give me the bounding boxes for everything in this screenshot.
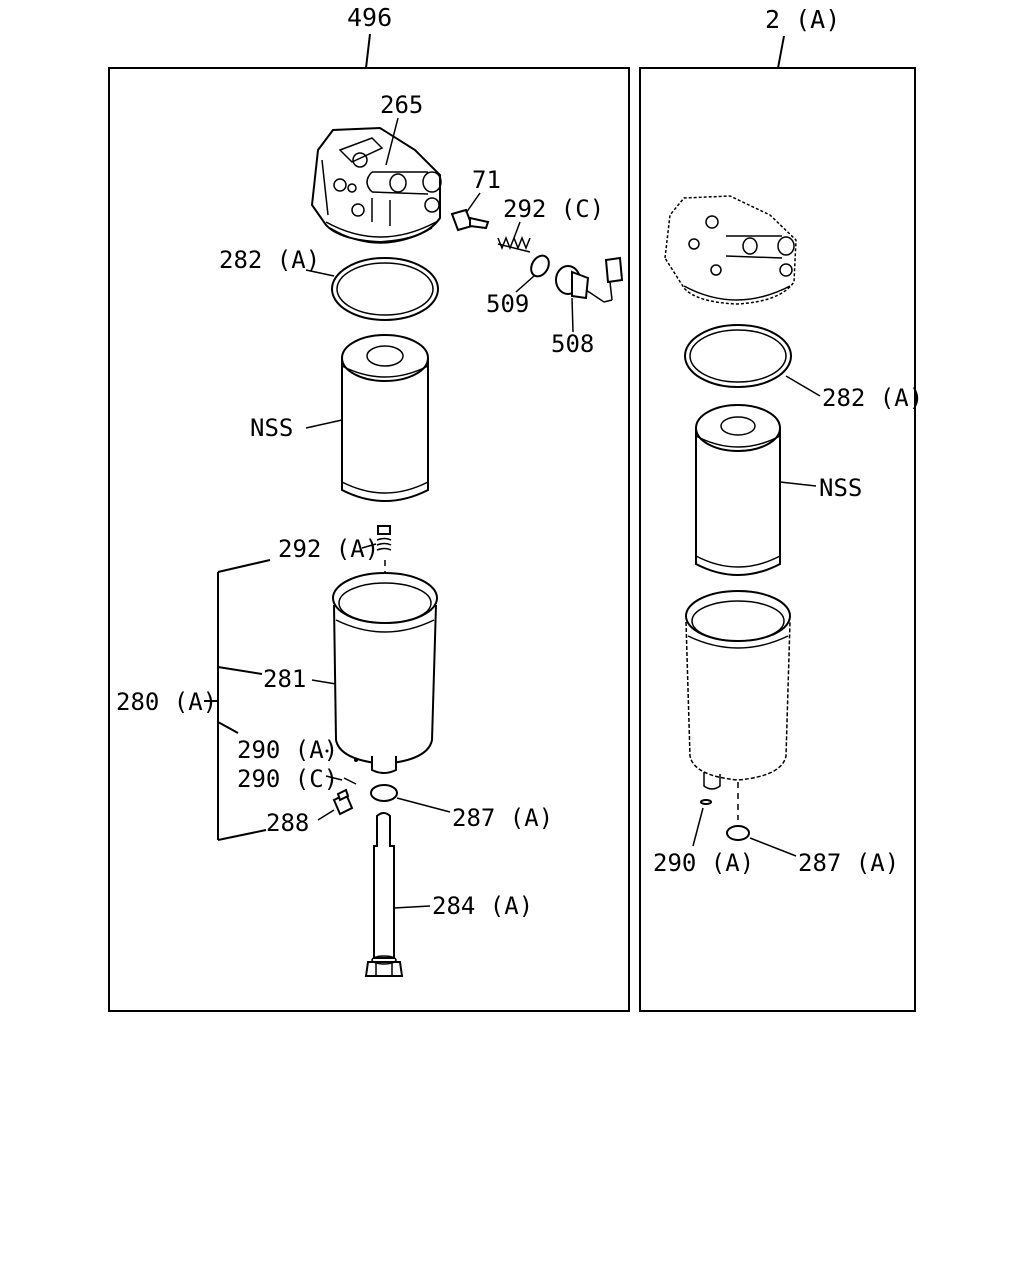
label-292c: 292 (C) [503, 195, 604, 223]
drain-plug-288 [332, 788, 354, 816]
label-288: 288 [266, 809, 309, 837]
label-290a-left: 290 (A) [237, 736, 338, 764]
label-nss-left: NSS [250, 414, 293, 442]
oring-290a-right [700, 799, 712, 805]
label-290a-right: 290 (A) [653, 849, 754, 877]
washer-509 [530, 254, 550, 278]
oring-282a [331, 257, 439, 321]
right-assembly-frame [639, 67, 916, 1012]
bracket-280a [204, 559, 271, 841]
gasket-287a-right [726, 825, 750, 841]
label-282a: 282 (A) [219, 246, 320, 274]
filter-head-housing [310, 126, 442, 244]
oring-282a-right [684, 324, 792, 388]
filter-bowl-right [685, 590, 791, 790]
center-bolt-284a [364, 812, 404, 977]
label-287a-right: 287 (A) [798, 849, 899, 877]
callout-496: 496 [347, 3, 392, 32]
label-287a-left: 287 (A) [452, 804, 553, 832]
label-284a: 284 (A) [432, 892, 533, 920]
left-assembly-frame [108, 67, 630, 1012]
pin-71 [450, 208, 490, 232]
spring-292c [497, 235, 531, 253]
label-508: 508 [551, 330, 594, 358]
label-290c: 290 (C) [237, 765, 338, 793]
filter-bowl [332, 572, 438, 774]
label-509: 509 [486, 290, 529, 318]
gasket-287a-left [370, 784, 398, 802]
filter-head-housing-right [664, 195, 797, 305]
spring-292a [376, 525, 392, 551]
label-71: 71 [472, 166, 501, 194]
filter-element-right [695, 404, 781, 576]
filter-element [341, 334, 429, 502]
label-280a: 280 (A) [116, 688, 217, 716]
label-nss-right: NSS [819, 474, 862, 502]
oring-290a-left [354, 758, 358, 762]
label-292a: 292 (A) [278, 535, 379, 563]
callout-2a: 2 (A) [765, 5, 840, 34]
oring-290c [343, 777, 357, 785]
label-265: 265 [380, 91, 423, 119]
sensor-508 [555, 256, 624, 303]
label-282a-right: 282 (A) [822, 384, 923, 412]
label-281: 281 [263, 665, 306, 693]
